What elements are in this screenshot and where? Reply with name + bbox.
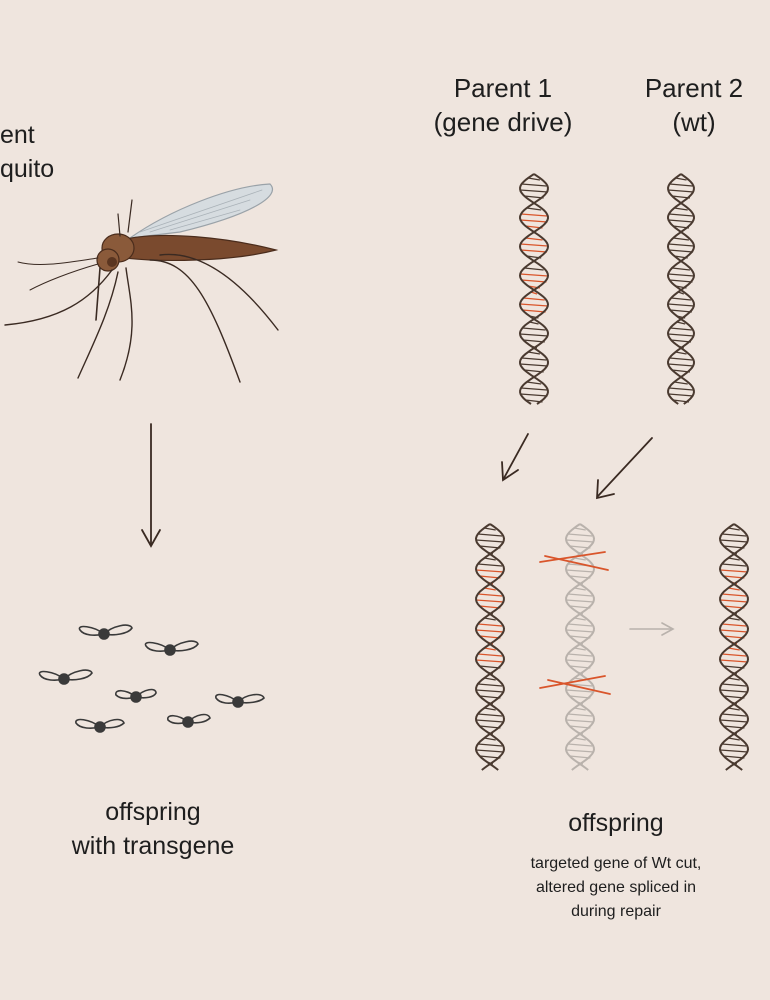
offspring-wt-cut-helix bbox=[564, 523, 596, 771]
down-arrow-left bbox=[141, 423, 161, 548]
parent-mosquito-label-line1: ent bbox=[0, 121, 35, 149]
parent1-label-line1: Parent 1 bbox=[453, 73, 553, 103]
caption-line1: targeted gene of Wt cut, bbox=[530, 855, 702, 872]
parent2-dna-helix bbox=[666, 173, 696, 405]
offspring-mosquito bbox=[167, 713, 211, 728]
parent2-label-line2: (wt) bbox=[672, 107, 716, 137]
left-offspring-label-line1: offspring bbox=[105, 798, 201, 826]
offspring-mosquito bbox=[38, 669, 93, 685]
offspring-mosquito bbox=[215, 693, 265, 708]
offspring-mosquito bbox=[75, 718, 125, 733]
caption-line3: during repair bbox=[571, 903, 661, 920]
offspring-mosquitoes bbox=[38, 624, 265, 733]
caption-line2: altered gene spliced in bbox=[535, 879, 697, 896]
offspring-mosquito bbox=[78, 624, 133, 640]
repair-arrow bbox=[629, 622, 675, 636]
arrow-parent1-to-offspring bbox=[501, 433, 529, 482]
arrow-parent2-to-offspring bbox=[596, 437, 653, 500]
offspring-mosquito bbox=[144, 640, 199, 656]
offspring-repaired-helix bbox=[718, 523, 750, 771]
left-offspring-label-line2: with transgene bbox=[71, 832, 235, 860]
parent1-dna-helix bbox=[518, 173, 550, 405]
parent2-label-line1: Parent 2 bbox=[644, 73, 744, 103]
offspring-mosquito bbox=[115, 688, 157, 703]
cut-marks bbox=[539, 551, 611, 695]
mosquito-illustration bbox=[4, 183, 279, 383]
right-offspring-title: offspring bbox=[568, 809, 664, 837]
offspring-gene-drive-helix bbox=[474, 523, 506, 771]
dna-helices bbox=[474, 173, 750, 771]
parent1-label-line2: (gene drive) bbox=[433, 107, 573, 137]
parent-mosquito-label-line2: quito bbox=[0, 155, 55, 183]
